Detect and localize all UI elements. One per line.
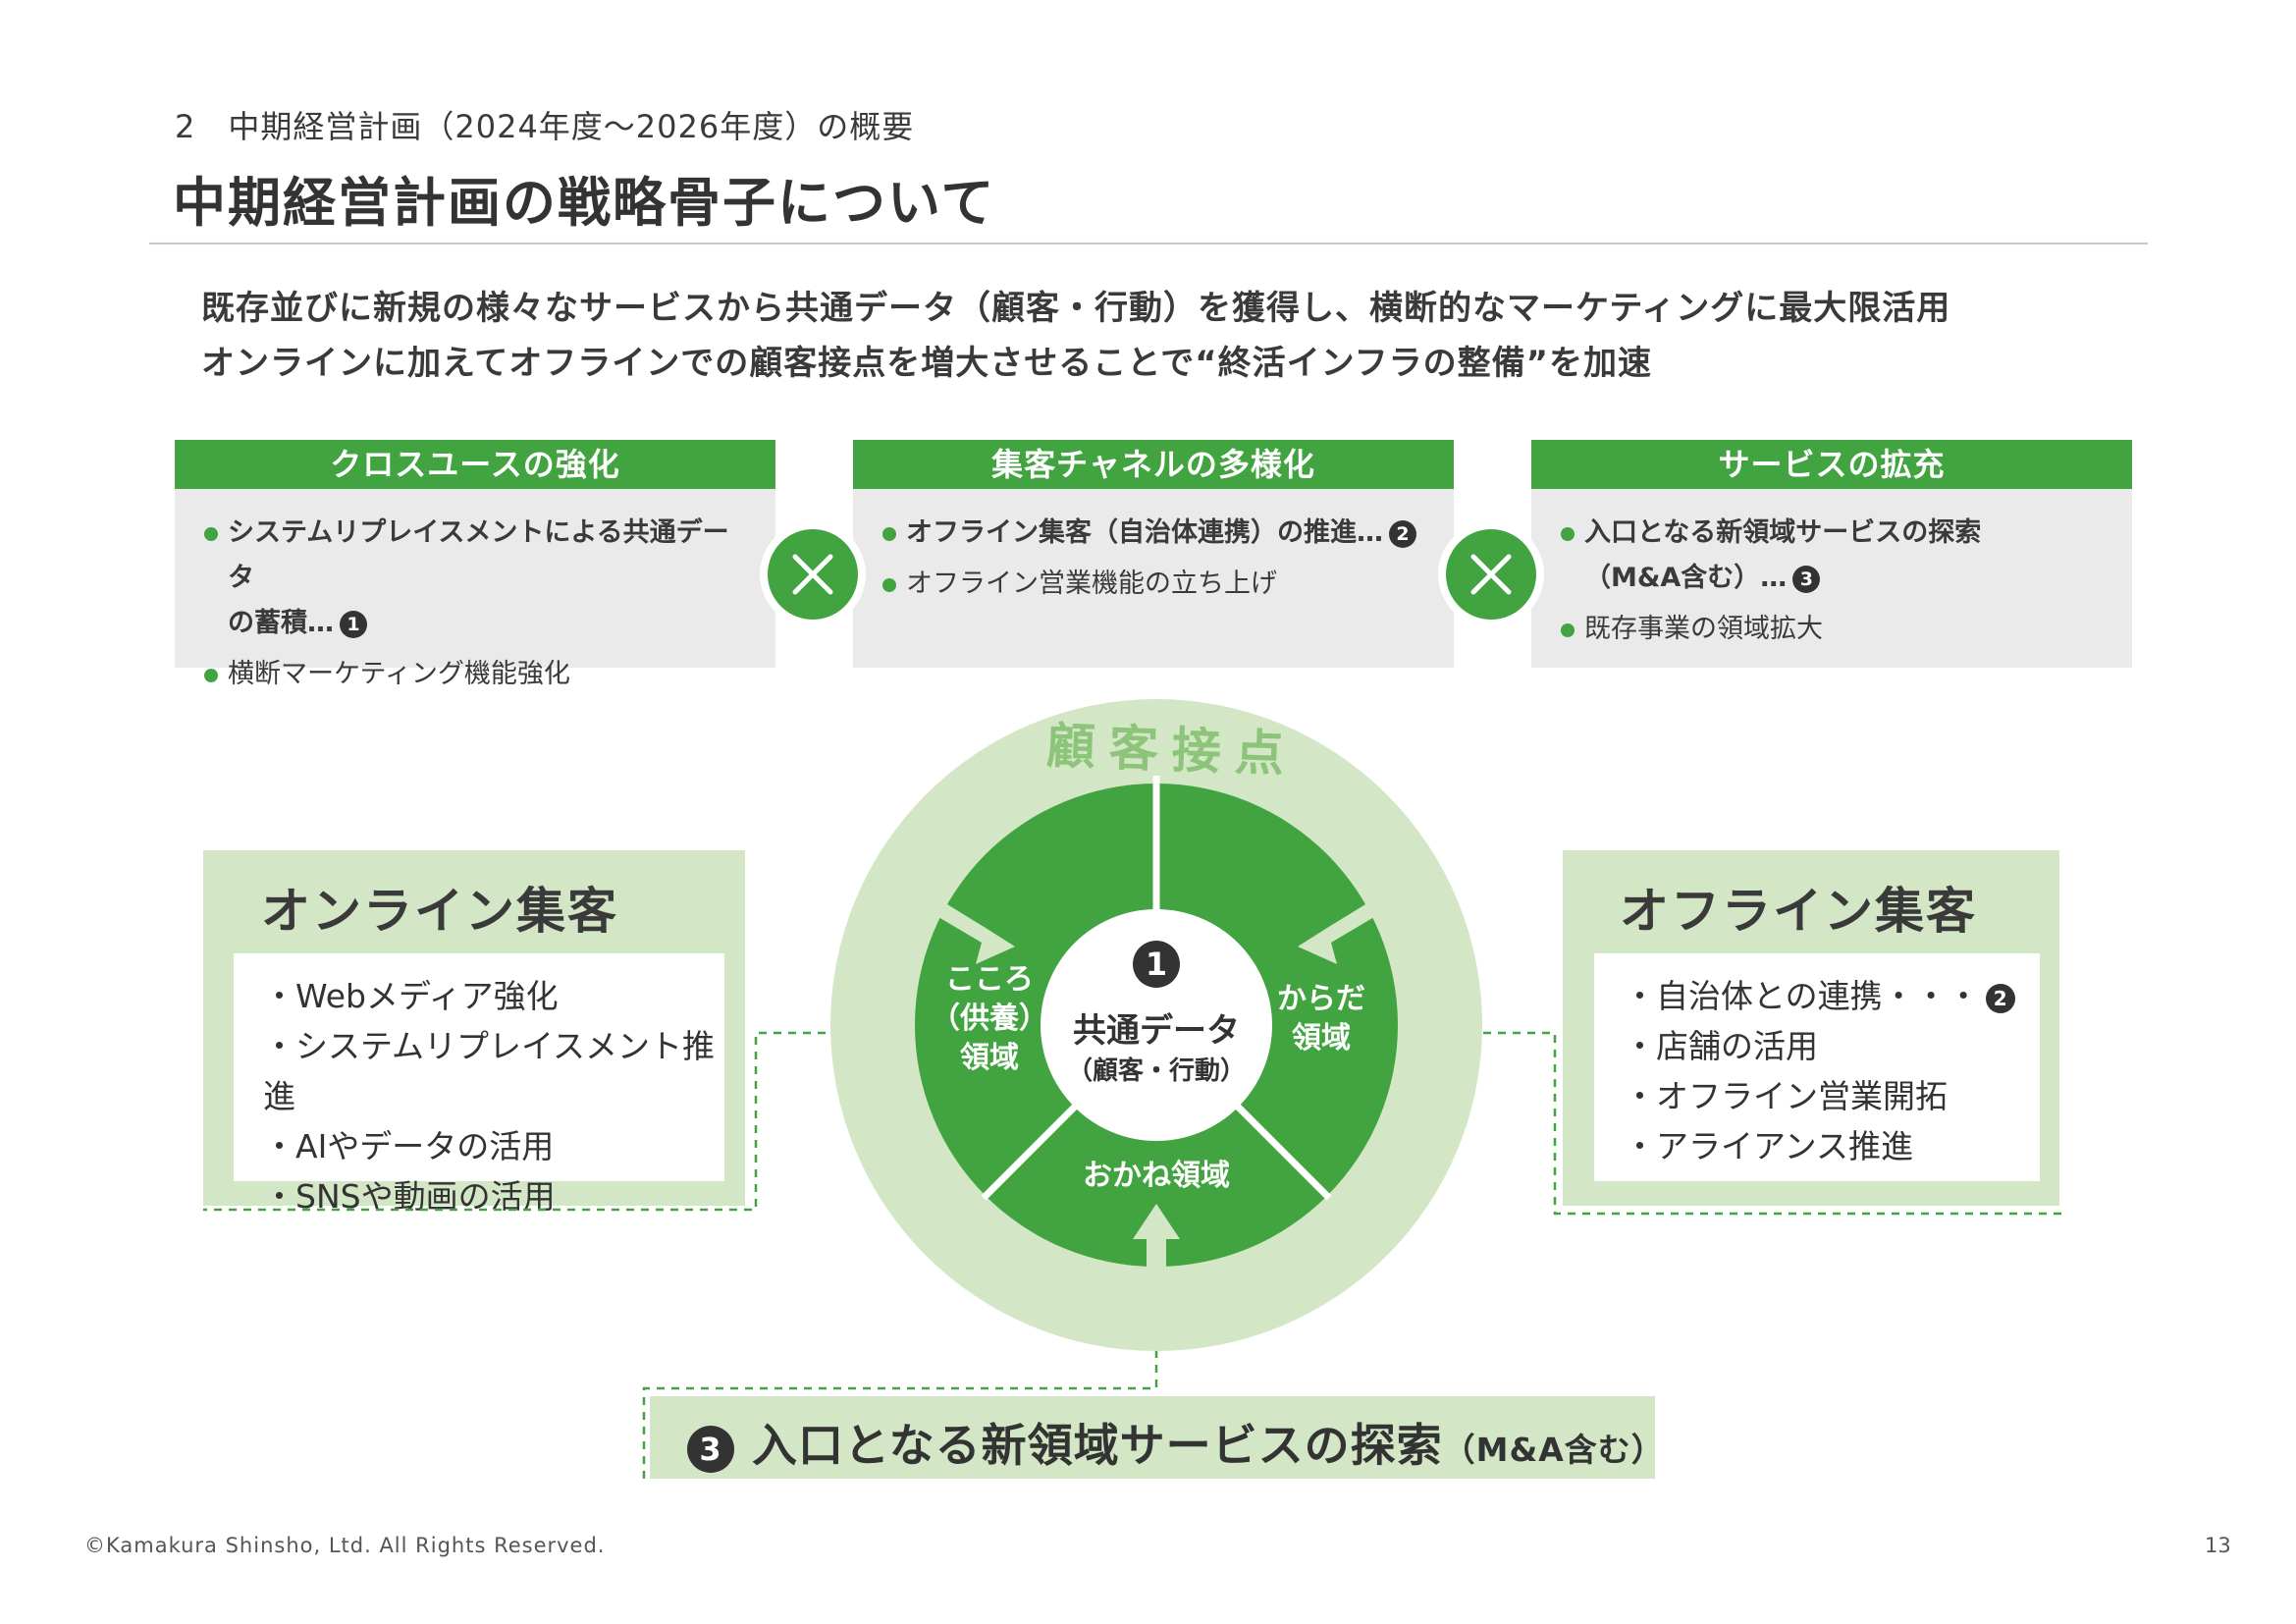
- multiply-icon: [1438, 521, 1544, 627]
- segment-karada: からだ 領域: [1277, 982, 1365, 1056]
- list-item-text: の蓄積…: [228, 608, 334, 638]
- card-title: クロスユースの強化: [175, 440, 775, 489]
- online-title: オンライン集客: [261, 883, 618, 940]
- offline-list: ・自治体との連携・・・2 ・店舗の活用 ・オフライン営業開拓 ・アライアンス推進: [1594, 953, 2040, 1181]
- number-badge: 2: [1985, 983, 2015, 1013]
- segment-kokoro: こころ （供養） 領域: [931, 962, 1048, 1075]
- list-item: ・アライアンス推進: [1624, 1127, 1914, 1165]
- online-list: ・Webメディア強化 ・システムリプレイスメント推進 ・AIやデータの活用 ・S…: [234, 953, 724, 1216]
- list-item: ・Webメディア強化: [263, 977, 559, 1015]
- card-service-expansion: サービスの拡充 入口となる新領域サービスの探索 （M&A含む）…3 既存事業の領…: [1531, 440, 2132, 668]
- ring-label: 顧客接点: [1044, 717, 1299, 784]
- lead-line-2: オンラインに加えてオフラインでの顧客接点を増大させることで“終活インフラの整備”…: [201, 344, 1652, 383]
- inflow-arrows: [938, 901, 1374, 1276]
- new-domain-banner: [650, 1396, 1655, 1479]
- list-item-text: システムリプレイスメントによる共通データ: [228, 517, 729, 593]
- list-item-text: オフライン集客（自治体連携）の推進…: [906, 517, 1383, 548]
- number-badge: 3: [1792, 565, 1821, 593]
- list-item: ・AIやデータの活用: [263, 1127, 555, 1165]
- common-data-center: [1041, 909, 1272, 1141]
- list-item-text: 入口となる新領域サービスの探索: [1584, 517, 1982, 548]
- copyright: ©Kamakura Shinsho, Ltd. All Rights Reser…: [84, 1534, 606, 1557]
- number-badge: 2: [1389, 519, 1416, 548]
- list-item: 既存事業の領域拡大: [1561, 607, 2103, 652]
- multiply-icon: [760, 521, 866, 627]
- list-item: オフライン集客（自治体連携）の推進…2: [882, 511, 1424, 556]
- list-item-text: （M&A含む）…: [1584, 563, 1788, 593]
- list-item: ・システムリプレイスメント推進: [263, 1027, 716, 1115]
- breadcrumb: 2 中期経営計画（2024年度〜2026年度）の概要: [175, 108, 915, 145]
- list-item: システムリプレイスメントによる共通データ の蓄積…1: [204, 511, 746, 646]
- number-badge: 1: [1133, 941, 1180, 988]
- number-badge: 1: [340, 610, 367, 638]
- page-title: 中期経営計画の戦略骨子について: [173, 172, 996, 234]
- card-cross-use: クロスユースの強化 システムリプレイスメントによる共通データ の蓄積…1 横断マ…: [175, 440, 775, 689]
- lead-line-1: 既存並びに新規の様々なサービスから共通データ（顧客・行動）を獲得し、横断的なマー…: [201, 289, 1951, 328]
- segment-okane: おかね領域: [1083, 1159, 1230, 1193]
- center-title: 共通データ: [1073, 1011, 1240, 1051]
- list-item: 横断マーケティング機能強化: [204, 652, 746, 697]
- title-divider: [149, 243, 2148, 244]
- list-item: ・店舗の活用: [1624, 1027, 1818, 1065]
- page-number: 13: [2205, 1534, 2231, 1557]
- card-channel-diversification: 集客チャネルの多様化 オフライン集客（自治体連携）の推進…2 オフライン営業機能…: [853, 440, 1454, 668]
- card-title: サービスの拡充: [1531, 440, 2132, 489]
- list-item: 入口となる新領域サービスの探索 （M&A含む）…3: [1561, 511, 2103, 601]
- offline-title: オフライン集客: [1620, 883, 1977, 940]
- number-badge: 3: [687, 1425, 734, 1473]
- card-title: 集客チャネルの多様化: [853, 440, 1454, 489]
- list-item: ・自治体との連携・・・2: [1624, 971, 2040, 1021]
- center-subtitle: （顧客・行動）: [1066, 1056, 1246, 1086]
- list-item: ・オフライン営業開拓: [1624, 1077, 1948, 1115]
- list-item: オフライン営業機能の立ち上げ: [882, 562, 1424, 607]
